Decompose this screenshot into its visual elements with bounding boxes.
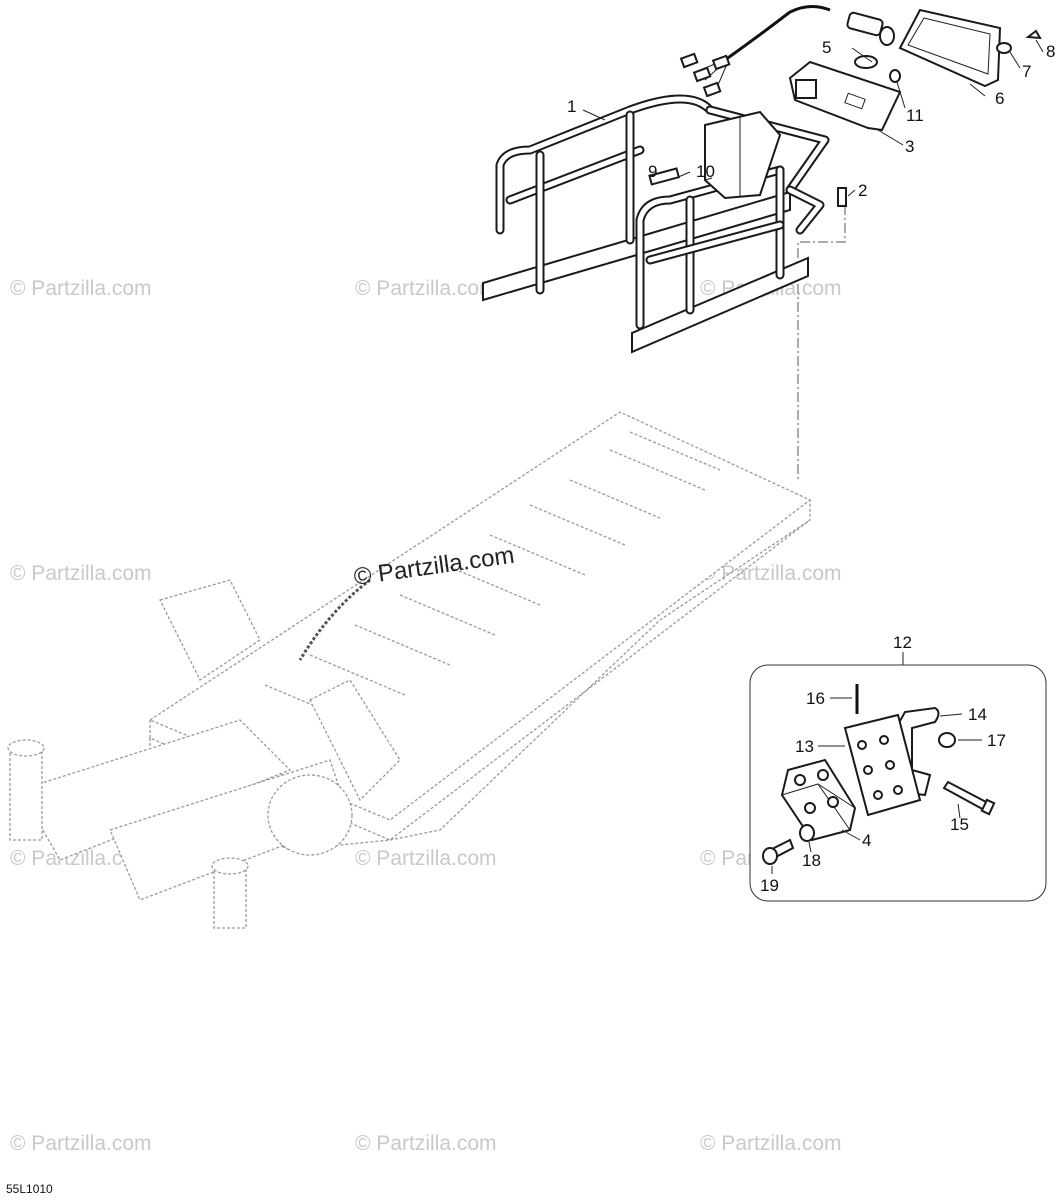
- callout-18: 18: [802, 851, 821, 870]
- drawing-code: 55L1010: [6, 1182, 53, 1196]
- deck-edge: [149, 500, 811, 841]
- washer: [889, 69, 901, 83]
- watermark: © Partzilla.com: [10, 562, 152, 585]
- front-post-left: [9, 747, 43, 841]
- watermark: © Partzilla.com: [10, 277, 152, 300]
- tail-light-housing: [788, 60, 902, 132]
- connector: [711, 54, 731, 71]
- harness-cable: [298, 578, 371, 661]
- callout-17: 17: [987, 731, 1006, 750]
- cargo-rack[interactable]: [482, 94, 830, 354]
- front-post-right: [213, 865, 247, 929]
- callout-12: 12: [893, 633, 912, 652]
- bolt: [648, 167, 681, 186]
- callout-3: 3: [905, 137, 914, 156]
- callout-16: 16: [806, 689, 825, 708]
- light-mount-plate: [704, 110, 782, 200]
- side-rail: [389, 519, 811, 841]
- engine-housing: [267, 774, 353, 856]
- callout-5: 5: [822, 38, 831, 57]
- watermark: © Partzilla.com: [355, 1132, 497, 1155]
- callouts-main: 1 2 3 5 6 7 8 9 10 11: [567, 38, 1055, 200]
- watermark: © Partzilla.com: [10, 847, 152, 870]
- watermark: © Partzilla.com: [700, 1132, 842, 1155]
- callout-8: 8: [1046, 42, 1055, 61]
- watermark: © Partzilla.com: [700, 562, 842, 585]
- watermark: © Partzilla.com: [355, 847, 497, 870]
- front-crossmember: [19, 719, 292, 861]
- nut: [938, 732, 956, 748]
- callout-1: 1: [567, 97, 576, 116]
- screw: [837, 187, 847, 207]
- callout-14: 14: [968, 705, 987, 724]
- screw: [1025, 29, 1042, 40]
- callout-9: 9: [648, 162, 657, 181]
- callout-4: 4: [862, 831, 871, 850]
- callout-13: 13: [795, 737, 814, 756]
- frame-bracket-left: [159, 579, 261, 681]
- watermark: © Partzilla.com: [355, 277, 497, 300]
- washer: [799, 824, 815, 842]
- detail-inset-license-bracket[interactable]: 12 16 14 13 17 15 4 18 19: [749, 633, 1047, 902]
- watermark: © Partzilla.com: [10, 1132, 152, 1155]
- tail-light-lens: [898, 8, 1002, 88]
- alignment-line: [797, 205, 846, 480]
- leader-lines: [582, 39, 1044, 197]
- bulb-socket: [846, 11, 884, 37]
- connector: [692, 66, 712, 83]
- connector: [679, 52, 699, 69]
- washer: [996, 42, 1012, 54]
- callout-6: 6: [995, 89, 1004, 108]
- callout-10: 10: [696, 162, 715, 181]
- callout-11: 11: [906, 106, 924, 125]
- vehicle-frame-ghost: [7, 411, 812, 929]
- callout-15: 15: [950, 815, 969, 834]
- callout-7: 7: [1022, 62, 1031, 81]
- tail-light-assembly[interactable]: [648, 5, 1042, 207]
- rack-runner-right: [631, 256, 809, 354]
- light-wire: [724, 5, 831, 62]
- frame-bracket-right: [309, 679, 401, 802]
- callout-19: 19: [760, 876, 779, 895]
- callout-2: 2: [858, 181, 867, 200]
- connector: [702, 81, 722, 98]
- bulb: [854, 55, 878, 69]
